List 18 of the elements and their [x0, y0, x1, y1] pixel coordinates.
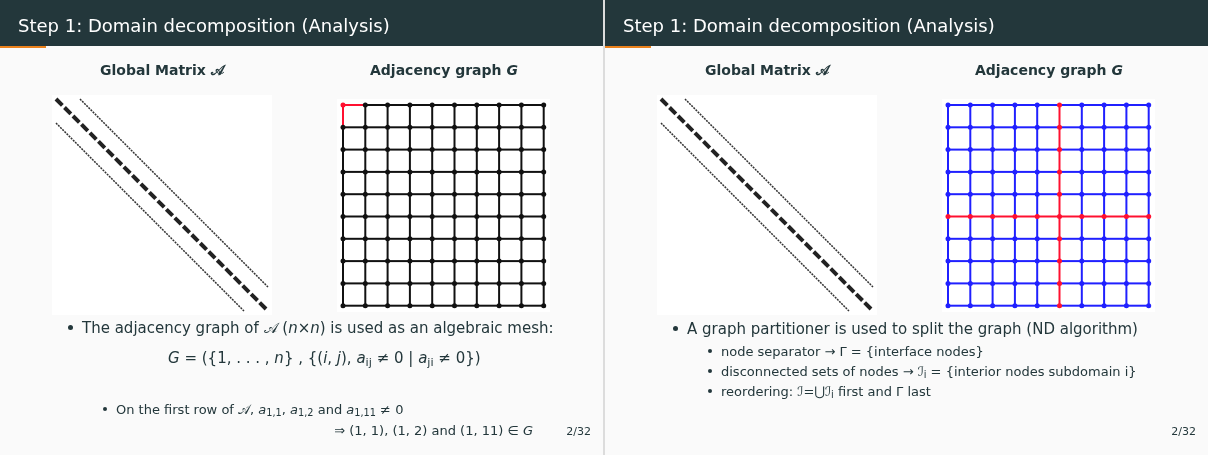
bullet-text: disconnected sets of nodes → ℐ$_{i}$ = {interior nodes subdomain i} — [721, 364, 1137, 379]
bullet-text: On the first row of 𝒜, a$_{1,1}$, a$_{1,2}$ and a$_{1,11}$ ≠ 0 — [116, 402, 404, 417]
slide-title: Step 1: Domain decomposition (Analysis) — [623, 15, 995, 36]
page-number: 2/32 — [566, 425, 591, 438]
figure-heading: Global Matrix 𝒜 — [705, 62, 829, 78]
figure-heading: Global Matrix 𝒜 — [100, 62, 224, 78]
bullet-text: The adjacency graph of 𝒜 (n×n) is used as an algebraic mesh: — [82, 319, 554, 337]
figure-heading: Adjacency graph G — [370, 62, 518, 78]
slide-title: Step 1: Domain decomposition (Analysis) — [18, 15, 390, 36]
slide-panel — [605, 0, 1208, 455]
figure-heading: Adjacency graph G — [975, 62, 1123, 78]
formula: ⇒ (1, 1), (1, 2) and (1, 11) ∈ G — [334, 423, 533, 438]
bullet-text: A graph partitioner is used to split the graph (ND algorithm) — [687, 320, 1138, 338]
bullet-text: reordering: ℐ=⋃ℐ$_{i}$ first and Γ last — [721, 384, 931, 399]
page-number: 2/32 — [1171, 425, 1196, 438]
slide-panel — [0, 0, 603, 455]
formula: G = ({1, . . . , n} , {(i, j), a$_{ij}$ ≠ 0 | a$_{ji}$ ≠ 0}) — [168, 349, 481, 367]
bullet-text: node separator → Γ = {interface nodes} — [721, 344, 984, 359]
